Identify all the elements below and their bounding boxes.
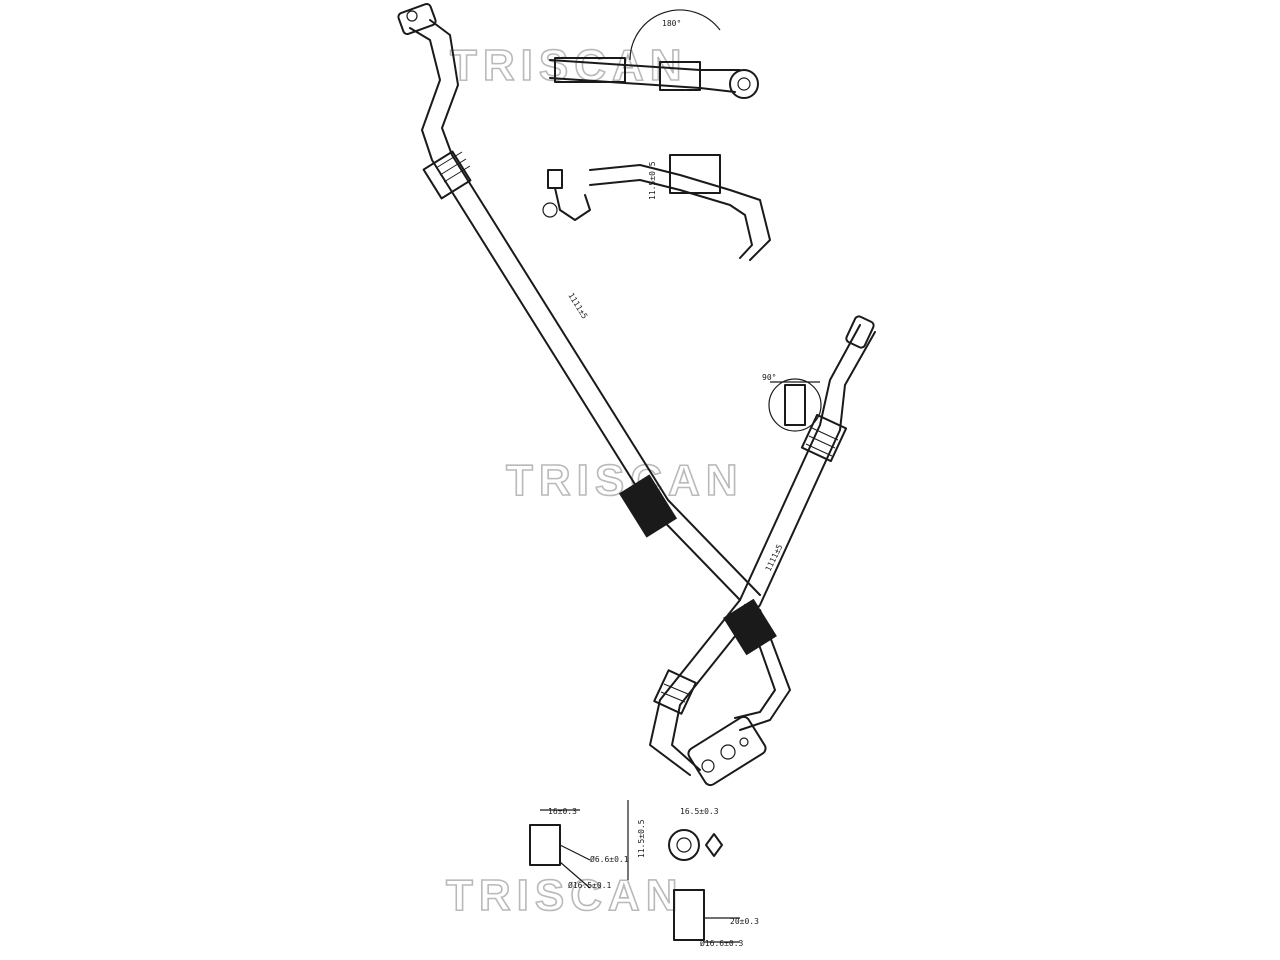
- second-hose: [649, 315, 876, 787]
- ferrule-lower: [723, 598, 777, 656]
- right-top-fitting: [845, 315, 875, 349]
- detail-bottom-right: 16.5±0.3 20±0.3 Ø16.6±0.3: [668, 807, 759, 948]
- dim-label-e: 20±0.3: [730, 917, 759, 926]
- block-fitting: [687, 715, 767, 787]
- vertical-dim-label: 11.5±0.5: [648, 161, 657, 200]
- dim-label-c: Ø16.5±0.1: [568, 880, 612, 890]
- main-hose: [397, 2, 761, 601]
- ferrule-right: [800, 413, 848, 463]
- dim-label-d: 16.5±0.3: [680, 807, 719, 816]
- ferrule-upper: [422, 150, 472, 200]
- watermark-bottom: TRISCAN: [446, 871, 684, 920]
- detail-bottom-left: 16±0.3 Ø6.6±0.1 Ø16.5±0.1 11.5±0.5: [529, 800, 646, 890]
- dim-label-a: 16±0.3: [548, 807, 577, 816]
- ferrule-bottom-left: [653, 669, 697, 715]
- vertical-dim-bottom: 11.5±0.5: [637, 819, 646, 858]
- ferrule-middle: [618, 474, 678, 538]
- dim-label-b: Ø6.6±0.1: [590, 854, 629, 864]
- angle-label-mid: 90°: [762, 373, 776, 382]
- detail-inset-circle: 90°: [762, 373, 822, 432]
- detail-inset-bracket: 11.5±0.5: [542, 154, 771, 261]
- detail-inset-top: 180°: [549, 9, 759, 99]
- dim-label-f: Ø16.6±0.3: [700, 938, 744, 948]
- top-fitting: [397, 2, 437, 36]
- angle-label-top: 180°: [662, 19, 681, 28]
- length-label-main: 1111±5: [566, 291, 589, 320]
